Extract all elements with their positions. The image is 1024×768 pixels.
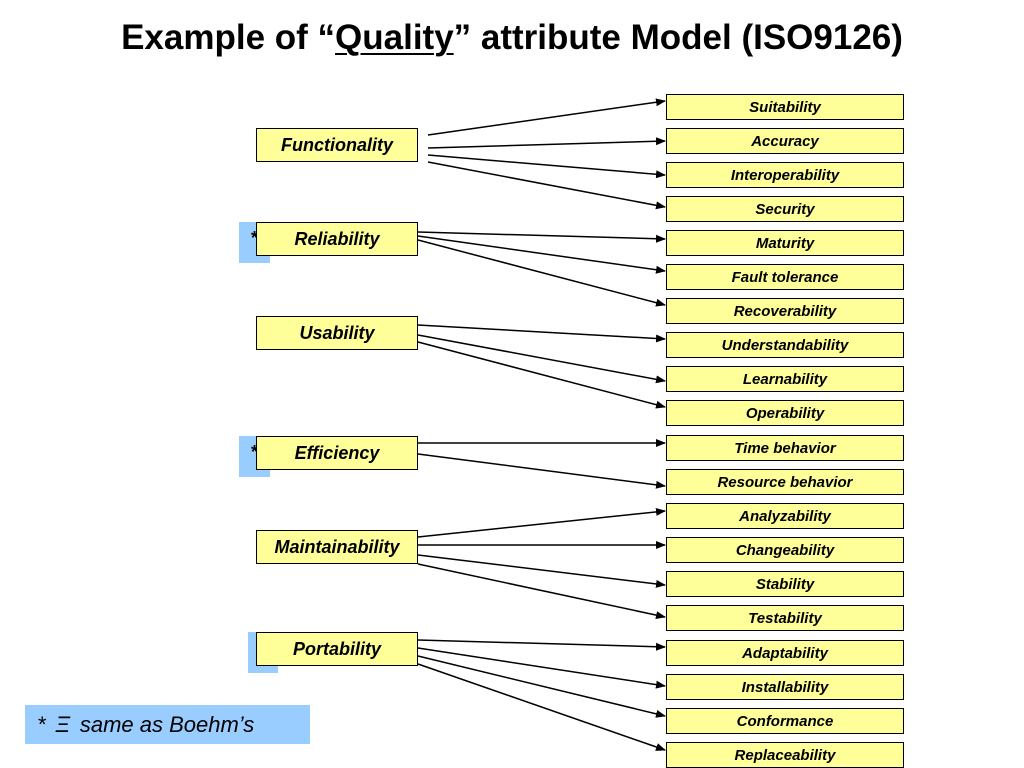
subcharacteristic-label: Learnability — [742, 370, 828, 388]
subcharacteristic-label: Changeability — [735, 541, 835, 559]
subcharacteristic-label: Security — [755, 200, 815, 218]
connector-arrow — [427, 137, 666, 149]
connector-arrow — [417, 324, 666, 343]
subcharacteristic-label: Understandability — [721, 336, 849, 354]
connector-arrow — [417, 231, 666, 243]
connector-arrow — [417, 507, 666, 538]
subcharacteristic-label: Recoverability — [733, 302, 837, 320]
subcharacteristic-analyzability: Analyzability — [666, 503, 904, 529]
subcharacteristic-interoperability: Interoperability — [666, 162, 904, 188]
connector-arrow — [417, 334, 666, 384]
legend-equivalence-symbol: Ξ — [55, 711, 70, 737]
subcharacteristic-label: Replaceability — [734, 746, 836, 764]
characteristic-maintainability: Maintainability — [256, 530, 418, 564]
subcharacteristic-label: Stability — [755, 575, 815, 593]
connector-arrow — [417, 655, 666, 718]
characteristic-functionality: Functionality — [256, 128, 418, 162]
subcharacteristic-conformance: Conformance — [666, 708, 904, 734]
connector-arrow — [427, 161, 666, 210]
connector-arrow — [417, 554, 666, 588]
title-quality-word: Quality — [335, 18, 454, 57]
subcharacteristic-label: Maturity — [755, 234, 815, 252]
legend-text: same as Boehm’s — [79, 711, 255, 737]
subcharacteristic-installability: Installability — [666, 674, 904, 700]
subcharacteristic-label: Adaptability — [742, 644, 828, 662]
connector-arrow — [417, 239, 666, 307]
legend-note: * Ξ same as Boehm’s — [25, 705, 310, 744]
subcharacteristic-time-behavior: Time behavior — [666, 435, 904, 461]
subcharacteristic-replaceability: Replaceability — [666, 742, 904, 768]
subcharacteristic-learnability: Learnability — [666, 366, 904, 392]
subcharacteristic-accuracy: Accuracy — [666, 128, 904, 154]
characteristic-label: Efficiency — [294, 442, 380, 463]
characteristic-label: Usability — [299, 322, 375, 343]
characteristic-label: Reliability — [294, 228, 380, 249]
subcharacteristic-understandability: Understandability — [666, 332, 904, 358]
subcharacteristic-changeability: Changeability — [666, 537, 904, 563]
subcharacteristic-stability: Stability — [666, 571, 904, 597]
subcharacteristic-resource-behavior: Resource behavior — [666, 469, 904, 495]
subcharacteristic-operability: Operability — [666, 400, 904, 426]
subcharacteristic-label: Testability — [748, 609, 822, 627]
legend-star: * — [37, 711, 46, 737]
connector-arrow — [417, 563, 666, 620]
characteristic-portability: Portability — [256, 632, 418, 666]
characteristic-label: Maintainability — [274, 536, 400, 557]
connector-arrow — [417, 647, 666, 689]
connector-arrow — [427, 98, 666, 136]
connector-arrow — [427, 154, 666, 179]
subcharacteristic-label: Installability — [741, 678, 829, 696]
connector-arrows — [417, 98, 666, 751]
subcharacteristic-label: Analyzability — [739, 507, 831, 525]
subcharacteristic-fault-tolerance: Fault tolerance — [666, 264, 904, 290]
subcharacteristic-suitability: Suitability — [666, 94, 904, 120]
title-prefix: Example of “ — [121, 18, 336, 57]
subcharacteristic-label: Suitability — [749, 98, 821, 116]
subcharacteristic-label: Time behavior — [734, 439, 836, 457]
subcharacteristic-testability: Testability — [666, 605, 904, 631]
characteristic-label: Portability — [292, 638, 381, 659]
subcharacteristic-label: Interoperability — [730, 166, 840, 184]
subcharacteristic-label: Conformance — [736, 712, 834, 730]
connector-arrow — [417, 453, 666, 489]
star-mark: * — [250, 442, 258, 462]
subcharacteristic-adaptability: Adaptability — [666, 640, 904, 666]
subcharacteristic-label: Resource behavior — [717, 473, 853, 491]
connector-arrow — [417, 663, 666, 751]
slide-title: Example of “Quality” attribute Model (IS… — [0, 18, 1024, 58]
subcharacteristic-recoverability: Recoverability — [666, 298, 904, 324]
characteristic-usability: Usability — [256, 316, 418, 350]
connector-arrow — [417, 639, 666, 651]
subcharacteristic-label: Fault tolerance — [731, 268, 839, 286]
characteristic-reliability: Reliability — [256, 222, 418, 256]
connector-arrow — [417, 235, 666, 274]
star-mark: * — [250, 228, 258, 248]
subcharacteristic-label: Operability — [745, 404, 825, 422]
connector-arrow — [417, 341, 666, 409]
characteristic-label: Functionality — [281, 134, 393, 155]
title-suffix: ” attribute Model (ISO9126) — [453, 18, 903, 57]
subcharacteristic-label: Accuracy — [751, 132, 819, 150]
subcharacteristic-maturity: Maturity — [666, 230, 904, 256]
subcharacteristic-security: Security — [666, 196, 904, 222]
characteristic-efficiency: Efficiency — [256, 436, 418, 470]
